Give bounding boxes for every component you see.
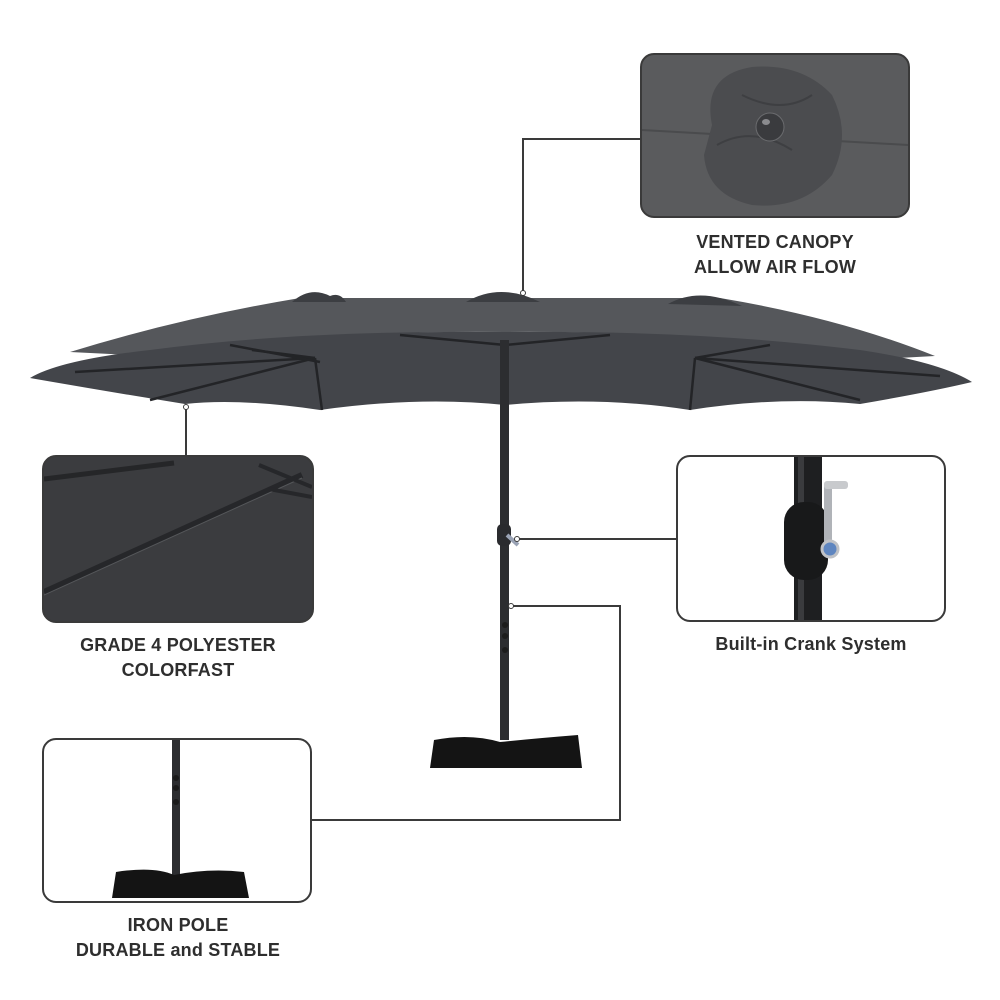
connector-pole-dot <box>508 603 514 609</box>
connector-poly-dot <box>183 404 189 410</box>
connector-pole-h1 <box>512 605 620 607</box>
connector-vent-h <box>522 138 642 140</box>
connector-pole-h2 <box>310 819 621 821</box>
feature-image-crank <box>676 455 946 622</box>
vent-caps <box>292 292 742 306</box>
connector-crank-h <box>518 538 678 540</box>
feature-image-iron-pole <box>42 738 312 903</box>
vent-cap-icon <box>755 112 785 142</box>
feature-image-vented-canopy <box>640 53 910 218</box>
feature-image-polyester <box>42 455 314 623</box>
connector-crank-dot <box>514 536 520 542</box>
connector-pole-v <box>619 605 621 820</box>
feature-caption-polyester: GRADE 4 POLYESTER COLORFAST <box>80 635 276 680</box>
connector-vent-v <box>522 138 524 294</box>
connector-poly-v <box>185 408 187 458</box>
connector-vent-dot <box>520 290 526 296</box>
canopy-top <box>70 298 935 360</box>
weighted-base <box>430 735 582 768</box>
feature-caption-vented-canopy: VENTED CANOPY ALLOW AIR FLOW <box>693 232 857 277</box>
crank-housing <box>497 524 511 546</box>
crank-housing-closeup <box>784 502 828 580</box>
base-closeup <box>112 869 249 898</box>
feature-caption-crank: Built-in Crank System <box>715 634 907 654</box>
feature-caption-iron-pole: IRON POLE DURABLE and STABLE <box>75 915 281 960</box>
